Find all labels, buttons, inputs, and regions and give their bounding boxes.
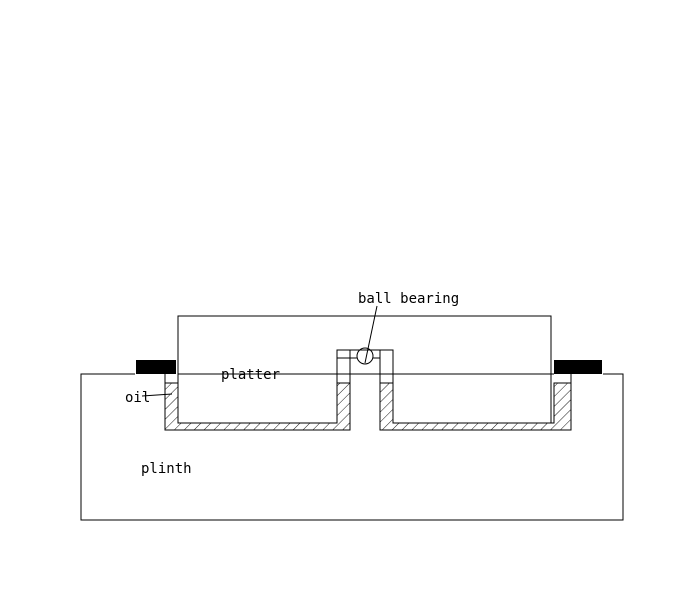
platter-label: platter xyxy=(221,367,280,383)
ball-bearing xyxy=(356,347,374,365)
ball-bearing-leader xyxy=(364,305,378,364)
oil-label: oil xyxy=(125,390,150,406)
ball-bearing-label: ball bearing xyxy=(358,291,459,307)
left-pad xyxy=(136,360,176,374)
oil-leader xyxy=(141,393,173,397)
plinth-label: plinth xyxy=(141,461,192,477)
right-pad xyxy=(554,360,602,374)
plinth xyxy=(80,373,624,521)
oil-well xyxy=(164,349,572,431)
